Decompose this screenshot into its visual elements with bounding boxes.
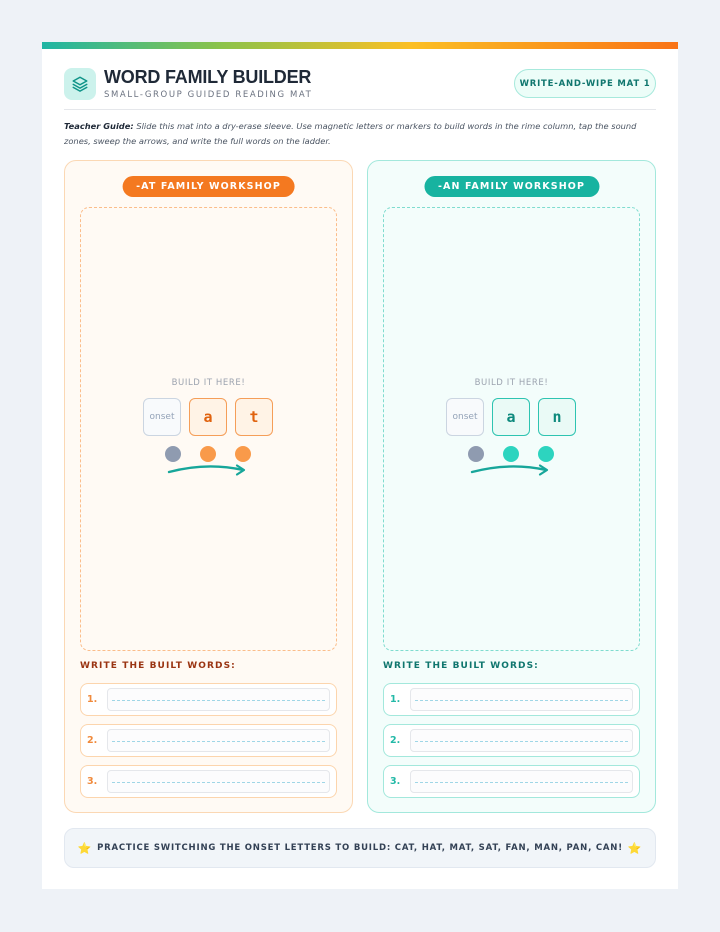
star-icon: ⭐: [627, 841, 643, 855]
at-family-title: -AT FAMILY WORKSHOP: [122, 176, 295, 197]
an-family-title: -AN FAMILY WORKSHOP: [423, 176, 600, 197]
onset-tile[interactable]: onset: [446, 398, 484, 436]
practice-text: PRACTICE SWITCHING THE ONSET LETTERS TO …: [97, 843, 623, 853]
write-line[interactable]: 1.: [383, 683, 640, 716]
page-title: WORD FAMILY BUILDER: [104, 67, 312, 87]
write-area[interactable]: [410, 729, 633, 752]
sound-dot[interactable]: [538, 446, 554, 462]
rime-letter-tile[interactable]: n: [538, 398, 576, 436]
sound-dot-onset[interactable]: [468, 446, 484, 462]
line-number: 1.: [87, 694, 98, 705]
write-area[interactable]: [410, 688, 633, 711]
sound-dot[interactable]: [200, 446, 216, 462]
sweep-arrow-icon[interactable]: [167, 462, 249, 478]
practice-footer: ⭐ PRACTICE SWITCHING THE ONSET LETTERS T…: [64, 828, 656, 868]
gradient-top-bar: [42, 42, 678, 49]
build-label: BUILD IT HERE!: [474, 378, 549, 388]
line-number: 1.: [390, 694, 401, 705]
sweep-arrow-icon[interactable]: [470, 462, 552, 478]
write-area[interactable]: [107, 729, 330, 752]
sound-zones: [165, 446, 251, 462]
onset-tile[interactable]: onset: [143, 398, 181, 436]
teacher-guide-text: Slide this mat into a dry-erase sleeve. …: [64, 121, 637, 146]
write-area[interactable]: [410, 770, 633, 793]
teacher-guide-lead: Teacher Guide:: [64, 121, 134, 131]
letter-tiles: onset a t: [143, 398, 273, 436]
an-build-zone[interactable]: BUILD IT HERE! onset a n: [383, 207, 640, 651]
sound-dot[interactable]: [235, 446, 251, 462]
layers-icon: [64, 68, 96, 100]
line-number: 2.: [390, 735, 401, 746]
write-line[interactable]: 2.: [80, 724, 337, 757]
rime-letter-tile[interactable]: a: [189, 398, 227, 436]
page-subtitle: SMALL-GROUP GUIDED READING MAT: [104, 90, 313, 100]
at-family-panel: -AT FAMILY WORKSHOP BUILD IT HERE! onset…: [64, 160, 353, 813]
sound-dot-onset[interactable]: [165, 446, 181, 462]
sound-dot[interactable]: [503, 446, 519, 462]
write-line[interactable]: 3.: [80, 765, 337, 798]
reading-mat-sheet: WORD FAMILY BUILDER SMALL-GROUP GUIDED R…: [42, 42, 678, 889]
write-line[interactable]: 3.: [383, 765, 640, 798]
write-line[interactable]: 1.: [80, 683, 337, 716]
letter-tiles: onset a n: [446, 398, 576, 436]
sound-zones: [468, 446, 554, 462]
line-number: 3.: [87, 776, 98, 787]
an-family-panel: -AN FAMILY WORKSHOP BUILD IT HERE! onset…: [367, 160, 656, 813]
at-build-zone[interactable]: BUILD IT HERE! onset a t: [80, 207, 337, 651]
build-label: BUILD IT HERE!: [171, 378, 246, 388]
write-line[interactable]: 2.: [383, 724, 640, 757]
header-divider: [64, 109, 656, 110]
write-area[interactable]: [107, 770, 330, 793]
line-number: 3.: [390, 776, 401, 787]
rime-letter-tile[interactable]: a: [492, 398, 530, 436]
teacher-guide: Teacher Guide: Slide this mat into a dry…: [64, 119, 656, 149]
write-words-label: WRITE THE BUILT WORDS:: [80, 661, 236, 671]
line-number: 2.: [87, 735, 98, 746]
write-area[interactable]: [107, 688, 330, 711]
write-words-label: WRITE THE BUILT WORDS:: [383, 661, 539, 671]
star-icon: ⭐: [77, 841, 93, 855]
rime-letter-tile[interactable]: t: [235, 398, 273, 436]
mat-number-badge: WRITE-AND-WIPE MAT 1: [514, 69, 656, 98]
